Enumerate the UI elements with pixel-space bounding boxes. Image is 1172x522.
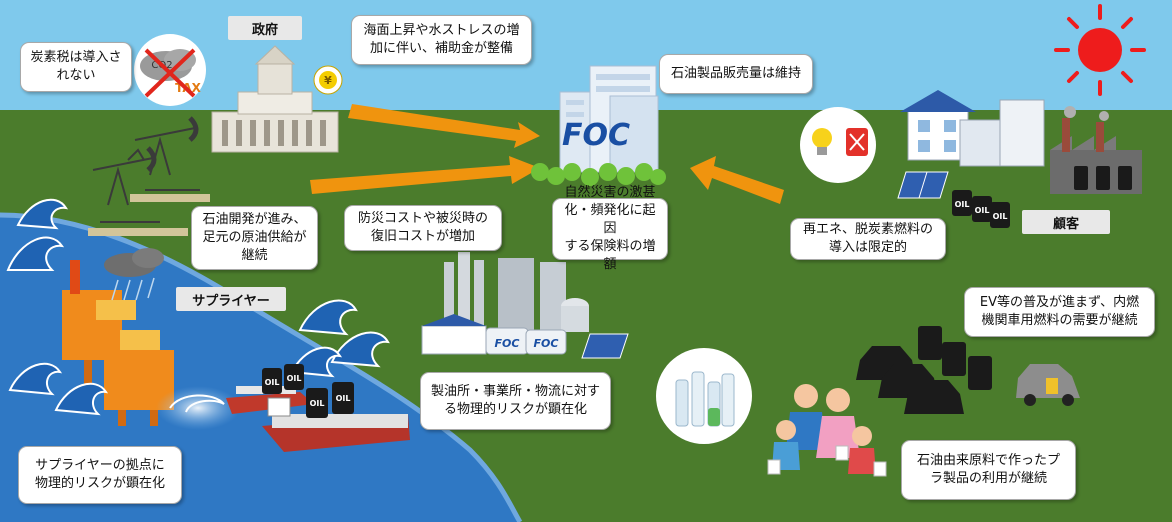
energy-bubble (800, 107, 876, 183)
callout-supplier-risk: サプライヤーの拠点に 物理的リスクが顕在化 (18, 446, 182, 504)
callout-oil-development: 石油開発が進み、 足元の原油供給が 継続 (191, 206, 318, 270)
sun-icon (1054, 4, 1146, 96)
barrel-label-3: OIL (310, 399, 325, 408)
car-icons (856, 346, 1080, 414)
callout-disaster-cost: 防災コストや被災時の 復旧コストが増加 (344, 205, 502, 251)
label-supplier: サプライヤー (176, 287, 286, 311)
label-customer: 顧客 (1022, 210, 1110, 234)
refinery-logo-left: FOC (495, 337, 520, 350)
family-icon (767, 384, 887, 477)
arrow-government-to-foc (348, 104, 540, 148)
barrel-label-5: OIL (955, 200, 970, 209)
callout-insurance: 自然災害の激甚 化・頻発化に起因 する保険料の増額 (552, 185, 668, 272)
foc-headquarters: FOC (531, 65, 666, 186)
yen-label: ¥ (324, 74, 332, 87)
refinery-logo-right: FOC (534, 337, 559, 350)
storm-cloud-icon (104, 248, 164, 301)
barrel-label-1: OIL (265, 378, 280, 387)
fuel-can-icon (846, 128, 868, 156)
flow-arrows (310, 104, 784, 204)
arrow-customer-to-foc (690, 156, 784, 204)
sea-background (0, 215, 520, 522)
customer-houses (900, 90, 1045, 167)
oil-barrels-cars (918, 326, 992, 390)
oil-barrels-customer (952, 166, 1132, 228)
callout-ev-slow: EV等の普及が進まず、内燃 機関車用燃料の需要が継続 (964, 287, 1155, 337)
typhoon-icon (156, 386, 240, 430)
callout-refinery-risk: 製油所・事業所・物流に対す る物理的リスクが顕在化 (420, 372, 611, 430)
refinery-solar-panel-icon (581, 333, 629, 359)
pumpjack-bases (88, 194, 210, 236)
refinery-icon: FOC FOC (421, 252, 629, 359)
plastic-bottles-bubble (656, 348, 752, 444)
yen-coin-icon: ¥ (313, 65, 343, 95)
barrel-label-4: OIL (336, 394, 351, 403)
solar-panel-icon (897, 171, 949, 199)
oil-pumpjack-icon (92, 116, 200, 223)
co2-tax-icon: CO2 TAX (134, 34, 206, 106)
light-bulb-icon (812, 128, 832, 155)
barrel-label-6: OIL (975, 206, 990, 215)
callout-carbon-tax: 炭素税は導入さ れない (20, 42, 132, 92)
callout-sales-maintained: 石油製品販売量は維持 (659, 54, 813, 94)
barrel-label-2: OIL (287, 374, 302, 383)
callout-plastic-use: 石油由来原料で作ったプ ラ製品の利用が継続 (901, 440, 1076, 500)
callout-subsidy: 海面上昇や水ストレスの増 加に伴い、補助金が整備 (351, 15, 532, 65)
label-government: 政府 (228, 16, 302, 40)
tsunami-waves (6, 198, 390, 416)
plastic-bottle-icons (675, 371, 735, 427)
arrow-supplier-to-foc (310, 156, 540, 194)
barrel-label-7: OIL (993, 212, 1008, 221)
government-building (211, 45, 339, 153)
oil-barrels-tanker (262, 364, 354, 418)
offshore-platform-icon (62, 260, 174, 426)
foc-logo: FOC (562, 118, 630, 153)
callout-renewable-limited: 再エネ、脱炭素燃料の 導入は限定的 (790, 218, 946, 260)
